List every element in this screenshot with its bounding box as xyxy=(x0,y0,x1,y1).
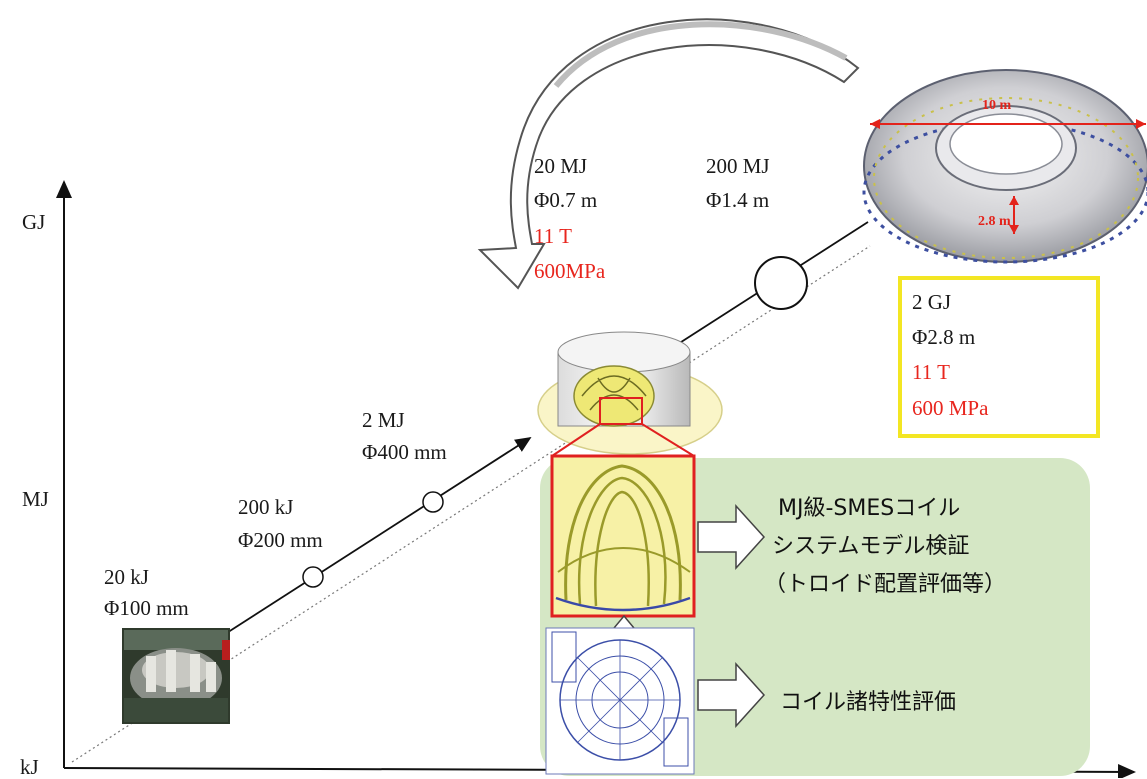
target-stress: 600 MPa xyxy=(912,396,989,420)
stage-20MJ-energy: 20 MJ xyxy=(534,154,588,178)
stage-marker-2MJ xyxy=(422,491,444,513)
stage-2MJ-diameter: Φ400 mm xyxy=(362,440,447,464)
panel-line-mj-smes: MJ級-SMESコイル xyxy=(778,496,961,521)
trend-dotted-line xyxy=(71,245,871,763)
stage-20MJ-field: 11 T xyxy=(534,224,572,248)
panel-line-coil-eval: コイル諸特性評価 xyxy=(780,690,957,715)
axis-label-kj: kJ xyxy=(20,755,39,779)
target-spec-box xyxy=(898,276,1100,438)
arrow-to-system-model xyxy=(697,504,766,570)
target-energy: 2 GJ xyxy=(912,290,952,314)
torus-coil-image xyxy=(862,69,1147,264)
coil-cylinder-image xyxy=(537,331,723,455)
stage-20MJ-stress: 600MPa xyxy=(534,259,606,283)
stage-200MJ-energy: 200 MJ xyxy=(706,154,770,178)
stage-marker-200kJ xyxy=(302,566,324,588)
zoom-line-right xyxy=(641,423,695,457)
prototype-coil-photo xyxy=(122,628,230,724)
stage-200MJ-diameter: Φ1.4 m xyxy=(706,188,770,212)
stage-marker-200MJ xyxy=(754,256,808,310)
progression-line xyxy=(221,437,532,637)
stage-20kJ-diameter: Φ100 mm xyxy=(104,596,189,620)
coil-zoom-image xyxy=(550,454,696,618)
target-field: 11 T xyxy=(912,360,950,384)
axis-label-mj: MJ xyxy=(22,487,49,511)
torus-width-label: 10 m xyxy=(982,98,1012,113)
technical-drawing-image xyxy=(545,627,695,775)
curved-arrow-shade xyxy=(553,21,848,88)
axis-label-gj: GJ xyxy=(22,210,46,234)
curved-return-arrow xyxy=(477,18,860,290)
stage-2MJ-energy: 2 MJ xyxy=(362,408,405,432)
stage-200kJ-diameter: Φ200 mm xyxy=(238,528,323,552)
torus-height-label: 2.8 m xyxy=(978,214,1011,229)
arrow-to-coil-eval xyxy=(697,662,766,728)
panel-line-toroid: （トロイド配置評価等） xyxy=(764,572,1007,597)
panel-line-system-model: システムモデル検証 xyxy=(772,534,970,559)
stage-20MJ-diameter: Φ0.7 m xyxy=(534,188,598,212)
zoom-line-left xyxy=(551,423,601,457)
stage-20kJ-energy: 20 kJ xyxy=(104,565,149,589)
stage-200kJ-energy: 200 kJ xyxy=(238,495,294,519)
target-diameter: Φ2.8 m xyxy=(912,325,976,349)
